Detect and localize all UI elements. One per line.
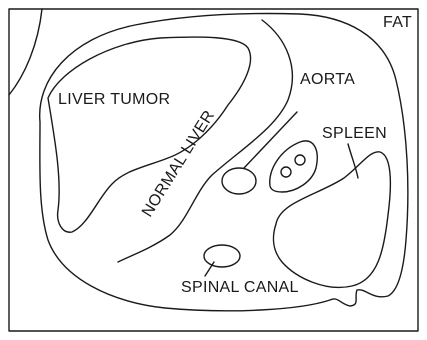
fat-boundary-top-left <box>9 9 42 95</box>
vessel-circle-right <box>295 155 305 165</box>
liver-tumor-label: LIVER TUMOR <box>58 91 170 108</box>
body-outline <box>40 13 408 310</box>
spleen-label: SPLEEN <box>322 125 387 142</box>
spinal-canal-label: SPINAL CANAL <box>181 279 299 296</box>
aorta-outline <box>222 168 256 194</box>
aorta-pointer-line <box>244 112 297 168</box>
normal-liver-boundary <box>118 20 292 262</box>
aorta-label: AORTA <box>300 71 355 88</box>
vertebral-body-outline <box>270 141 317 192</box>
spinal-canal-outline <box>204 245 240 267</box>
vessel-circle-left <box>281 167 291 177</box>
fat-label: FAT <box>383 14 412 31</box>
